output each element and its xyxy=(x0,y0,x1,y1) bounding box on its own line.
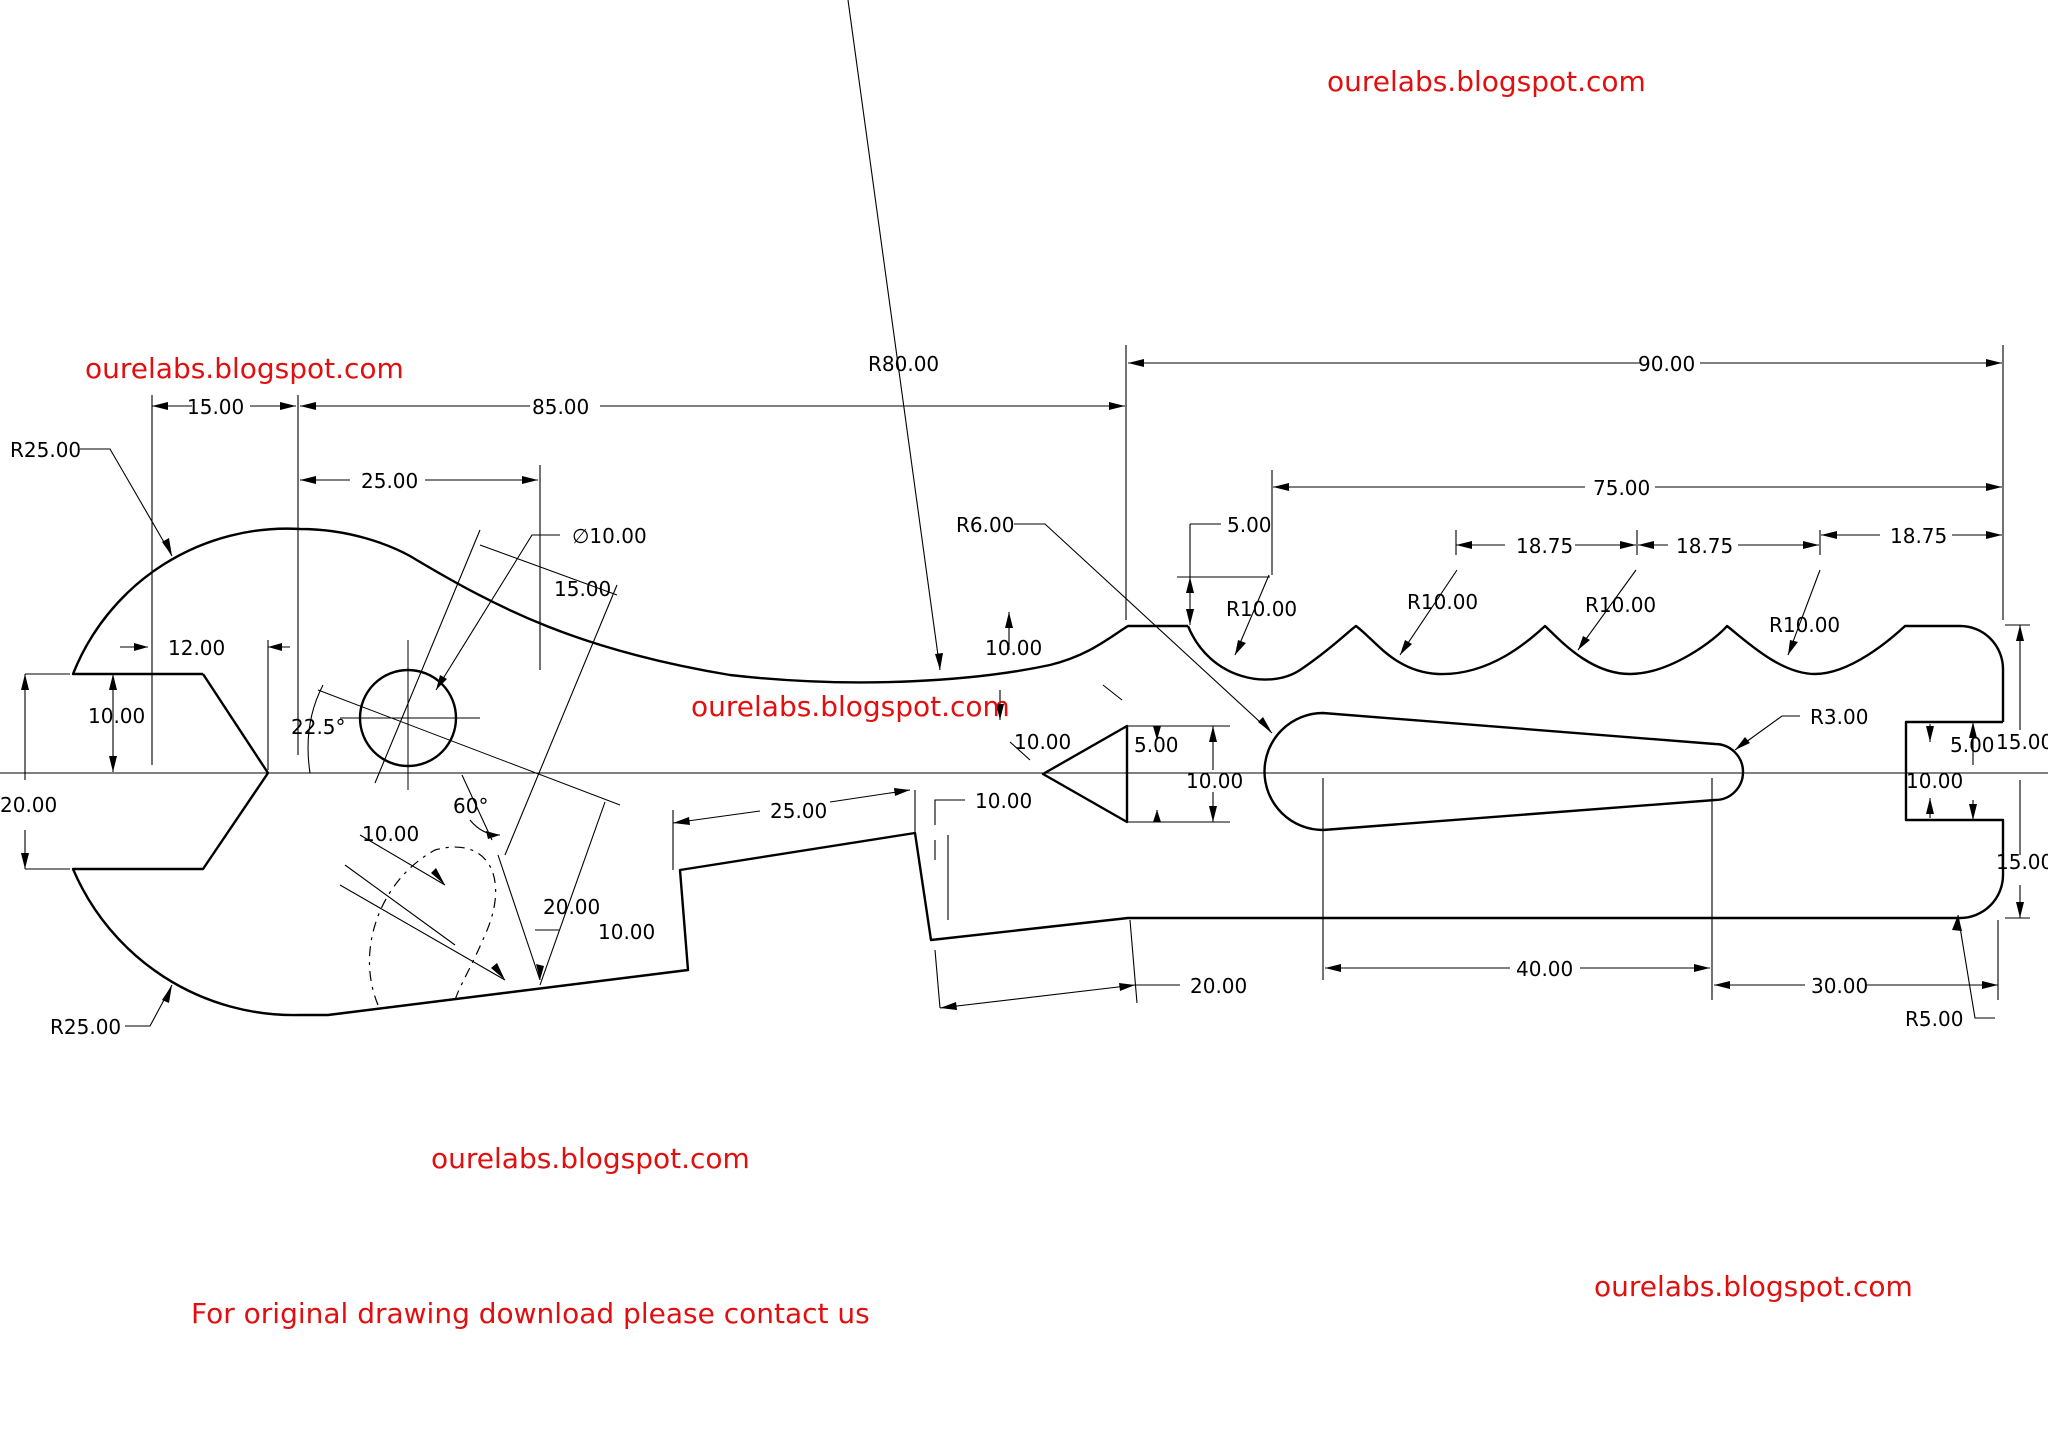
dim-22-5-deg: 22.5° xyxy=(291,715,346,739)
dim-r3: R3.00 xyxy=(1810,705,1868,729)
dim-85: 85.00 xyxy=(532,395,589,419)
dim-12: 12.00 xyxy=(168,636,225,660)
dim-5-right: 5.00 xyxy=(1950,733,1995,757)
dim-18-75-b: 18.75 xyxy=(1676,534,1733,558)
dim-10-tri: 10.00 xyxy=(1014,730,1071,754)
dim-10-neck: 10.00 xyxy=(985,636,1042,660)
dim-r10-c: R10.00 xyxy=(1585,593,1656,617)
dim-5-tri: 5.00 xyxy=(1134,733,1179,757)
dim-15-top: 15.00 xyxy=(187,395,244,419)
dim-60-deg: 60° xyxy=(453,794,488,818)
dim-r25-top: R25.00 xyxy=(10,438,81,462)
watermark-left: ourelabs.blogspot.com xyxy=(85,352,404,385)
dim-5-top: 5.00 xyxy=(1227,513,1272,537)
dim-15-right-bot: 15.00 xyxy=(1996,850,2048,874)
dim-20-bot: 20.00 xyxy=(1190,974,1247,998)
dimension-lines xyxy=(24,0,2030,1027)
part-outline xyxy=(71,527,2005,1017)
dim-10-jaw: 10.00 xyxy=(88,704,145,728)
lower-jaw xyxy=(71,673,301,1017)
dim-25-mid: 25.00 xyxy=(770,799,827,823)
dim-dia10: ∅10.00 xyxy=(572,524,647,548)
dim-90: 90.00 xyxy=(1638,352,1695,376)
dimension-labels: R80.00 90.00 15.00 85.00 R25.00 75.00 25… xyxy=(0,352,2048,1039)
watermark-top-right: ourelabs.blogspot.com xyxy=(1327,65,1646,98)
dim-r5: R5.00 xyxy=(1905,1007,1963,1031)
top-edge xyxy=(71,527,1188,684)
dim-r6: R6.00 xyxy=(956,513,1014,537)
dim-25-top: 25.00 xyxy=(361,469,418,493)
dim-40: 40.00 xyxy=(1516,957,1573,981)
dim-15-diag: 15.00 xyxy=(554,577,611,601)
right-end xyxy=(300,720,2005,1017)
watermark-center: ourelabs.blogspot.com xyxy=(691,690,1010,723)
dim-10-step: 10.00 xyxy=(975,789,1032,813)
dim-10-diag: 10.00 xyxy=(598,920,655,944)
dim-10-right: 10.00 xyxy=(1906,769,1963,793)
dim-10-low: 10.00 xyxy=(362,822,419,846)
watermarks: ourelabs.blogspot.com ourelabs.blogspot.… xyxy=(85,65,1913,1330)
triangle-hole xyxy=(1041,724,1129,824)
dim-20-left: 20.00 xyxy=(0,793,57,817)
dim-r10-d: R10.00 xyxy=(1769,613,1840,637)
dim-20-diag: 20.00 xyxy=(543,895,600,919)
dim-18-75-a: 18.75 xyxy=(1516,534,1573,558)
dim-r25-bot: R25.00 xyxy=(50,1015,121,1039)
scallop-edge xyxy=(1186,624,2005,722)
contact-notice: For original drawing download please con… xyxy=(191,1297,870,1330)
dim-r10-b: R10.00 xyxy=(1407,590,1478,614)
tapered-slot xyxy=(1263,711,1745,832)
dim-30: 30.00 xyxy=(1811,974,1868,998)
dim-10-tri-h: 10.00 xyxy=(1186,769,1243,793)
dim-75: 75.00 xyxy=(1593,476,1650,500)
dim-18-75-c: 18.75 xyxy=(1890,524,1947,548)
dim-15-right-top: 15.00 xyxy=(1996,730,2048,754)
watermark-bottom-left: ourelabs.blogspot.com xyxy=(431,1142,750,1175)
dim-r10-a: R10.00 xyxy=(1226,597,1297,621)
center-lines xyxy=(0,640,2048,806)
dim-r80: R80.00 xyxy=(868,352,939,376)
watermark-bottom-right: ourelabs.blogspot.com xyxy=(1594,1270,1913,1303)
hidden-arc xyxy=(368,846,497,1006)
arrowheads xyxy=(21,359,2024,1010)
